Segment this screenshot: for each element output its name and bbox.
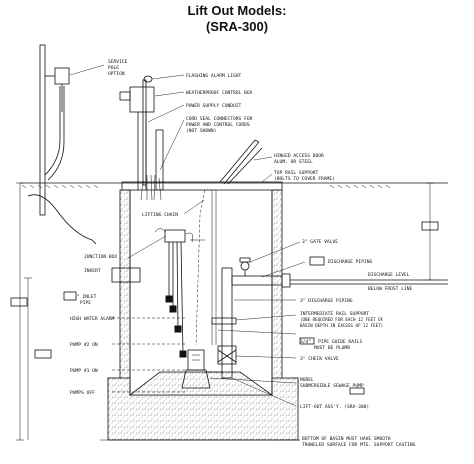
label-model: MODEL — [300, 377, 314, 383]
control-box-assembly — [119, 75, 164, 201]
label-flashing-alarm: FLASHING ALARM LIGHT — [186, 73, 242, 79]
ground-line — [20, 182, 448, 189]
label-hinged-door-1: HINGED ACCESS DOOR — [274, 153, 324, 159]
leader-lines — [69, 64, 306, 441]
label-submersible: SUBMERSIBLE SEWAGE PUMP — [300, 383, 364, 389]
label-inlet-pipe-2: PIPE — [80, 300, 91, 306]
label-control-box: WEATHERPROOF CONTROL BOX — [186, 90, 253, 96]
dimension-box-left-lower — [34, 349, 52, 359]
label-pump2-on: PUMP #2 ON — [70, 342, 98, 348]
label-intermediate-1: INTERMEDIATE RAIL SUPPORT — [300, 311, 369, 317]
label-invert: INVERT — [84, 268, 101, 274]
title-line-1: Lift Out Models: — [188, 3, 287, 18]
label-guide-rails-1: 3/4" — [300, 339, 311, 345]
label-discharge-level-2: BELOW FROST LINE — [368, 286, 412, 292]
float-cords — [154, 228, 205, 358]
label-pump1-on: PUMP #1 ON — [70, 368, 98, 374]
label-lift-out: LIFT-OUT ASS'Y. (SRA-300) — [300, 404, 369, 410]
label-intermediate-2: (ONE REQUIRED FOR EACH 12 FEET OF — [300, 317, 384, 322]
submersible-pump — [181, 349, 222, 389]
label-guide-rails-3: MUST BE PLUMB — [314, 345, 350, 351]
label-bottom-1: BOTTOM OF BASIN MUST HAVE SMOOTH — [302, 436, 391, 442]
label-check-valve: 3" CHECK VALVE — [300, 356, 339, 362]
label-intermediate-3: BASIN DEPTH IN EXCESS OF 12 FEET) — [300, 323, 383, 328]
label-service-pole-1: SERVICE — [108, 59, 128, 65]
dimension-lines — [10, 182, 439, 441]
label-discharge-piping: DISCHARGE PIPING — [328, 259, 372, 265]
label-inlet-pipe-1: " INLET — [77, 294, 97, 300]
label-service-pole-2: POLE — [108, 65, 119, 71]
model-number-box — [349, 387, 365, 395]
title-line-2: (SRA-300) — [206, 19, 268, 34]
label-gate-valve: 3" GATE VALVE — [302, 239, 338, 245]
hinged-access-door — [219, 139, 263, 185]
label-top-rail-1: TOP RAIL SUPPORT — [274, 170, 318, 176]
basin — [107, 181, 299, 441]
label-high-water: HIGH WATER ALARM — [70, 316, 114, 322]
label-bottom-2: TROWELED SURFACE FOR MTG. SUPPORT CASTIN… — [302, 442, 416, 448]
label-service-pole-3: OPTION — [108, 71, 125, 77]
label-discharge-3in: 3" DISCHARGE PIPING — [300, 298, 353, 304]
rail-size-box — [299, 337, 315, 345]
discharge-piping — [211, 257, 448, 379]
service-pole — [27, 44, 97, 245]
label-cord-seal-1: CORD SEAL CONNECTORS FOR — [186, 116, 253, 122]
discharge-size-box — [309, 256, 325, 266]
label-top-rail-2: (BOLTS TO COVER FRAME) — [274, 176, 335, 182]
dimension-box-left-upper — [10, 297, 28, 307]
label-cord-seal-3: (NOT SHOWN) — [186, 128, 216, 134]
label-discharge-level-1: DISCHARGE LEVEL — [368, 272, 410, 278]
label-cord-seal-2: POWER AND CONTROL CORDS — [186, 122, 250, 128]
label-lifting-chain: LIFTING CHAIN — [142, 212, 178, 218]
label-power-conduit: POWER SUPPLY CONDUIT — [186, 103, 242, 109]
label-junction-box: JUNCTION BOX — [84, 254, 117, 260]
level-marks — [112, 317, 186, 393]
label-pumps-off: PUMPS OFF — [70, 390, 95, 396]
dimension-box-right — [421, 221, 439, 231]
label-hinged-door-2: ALUM. OR STEEL — [274, 159, 313, 165]
inlet-pipe — [111, 267, 141, 283]
inlet-size-box — [63, 291, 77, 301]
guide-rails — [195, 189, 217, 346]
label-guide-rails-2: PIPE GUIDE RAILS — [318, 339, 362, 345]
